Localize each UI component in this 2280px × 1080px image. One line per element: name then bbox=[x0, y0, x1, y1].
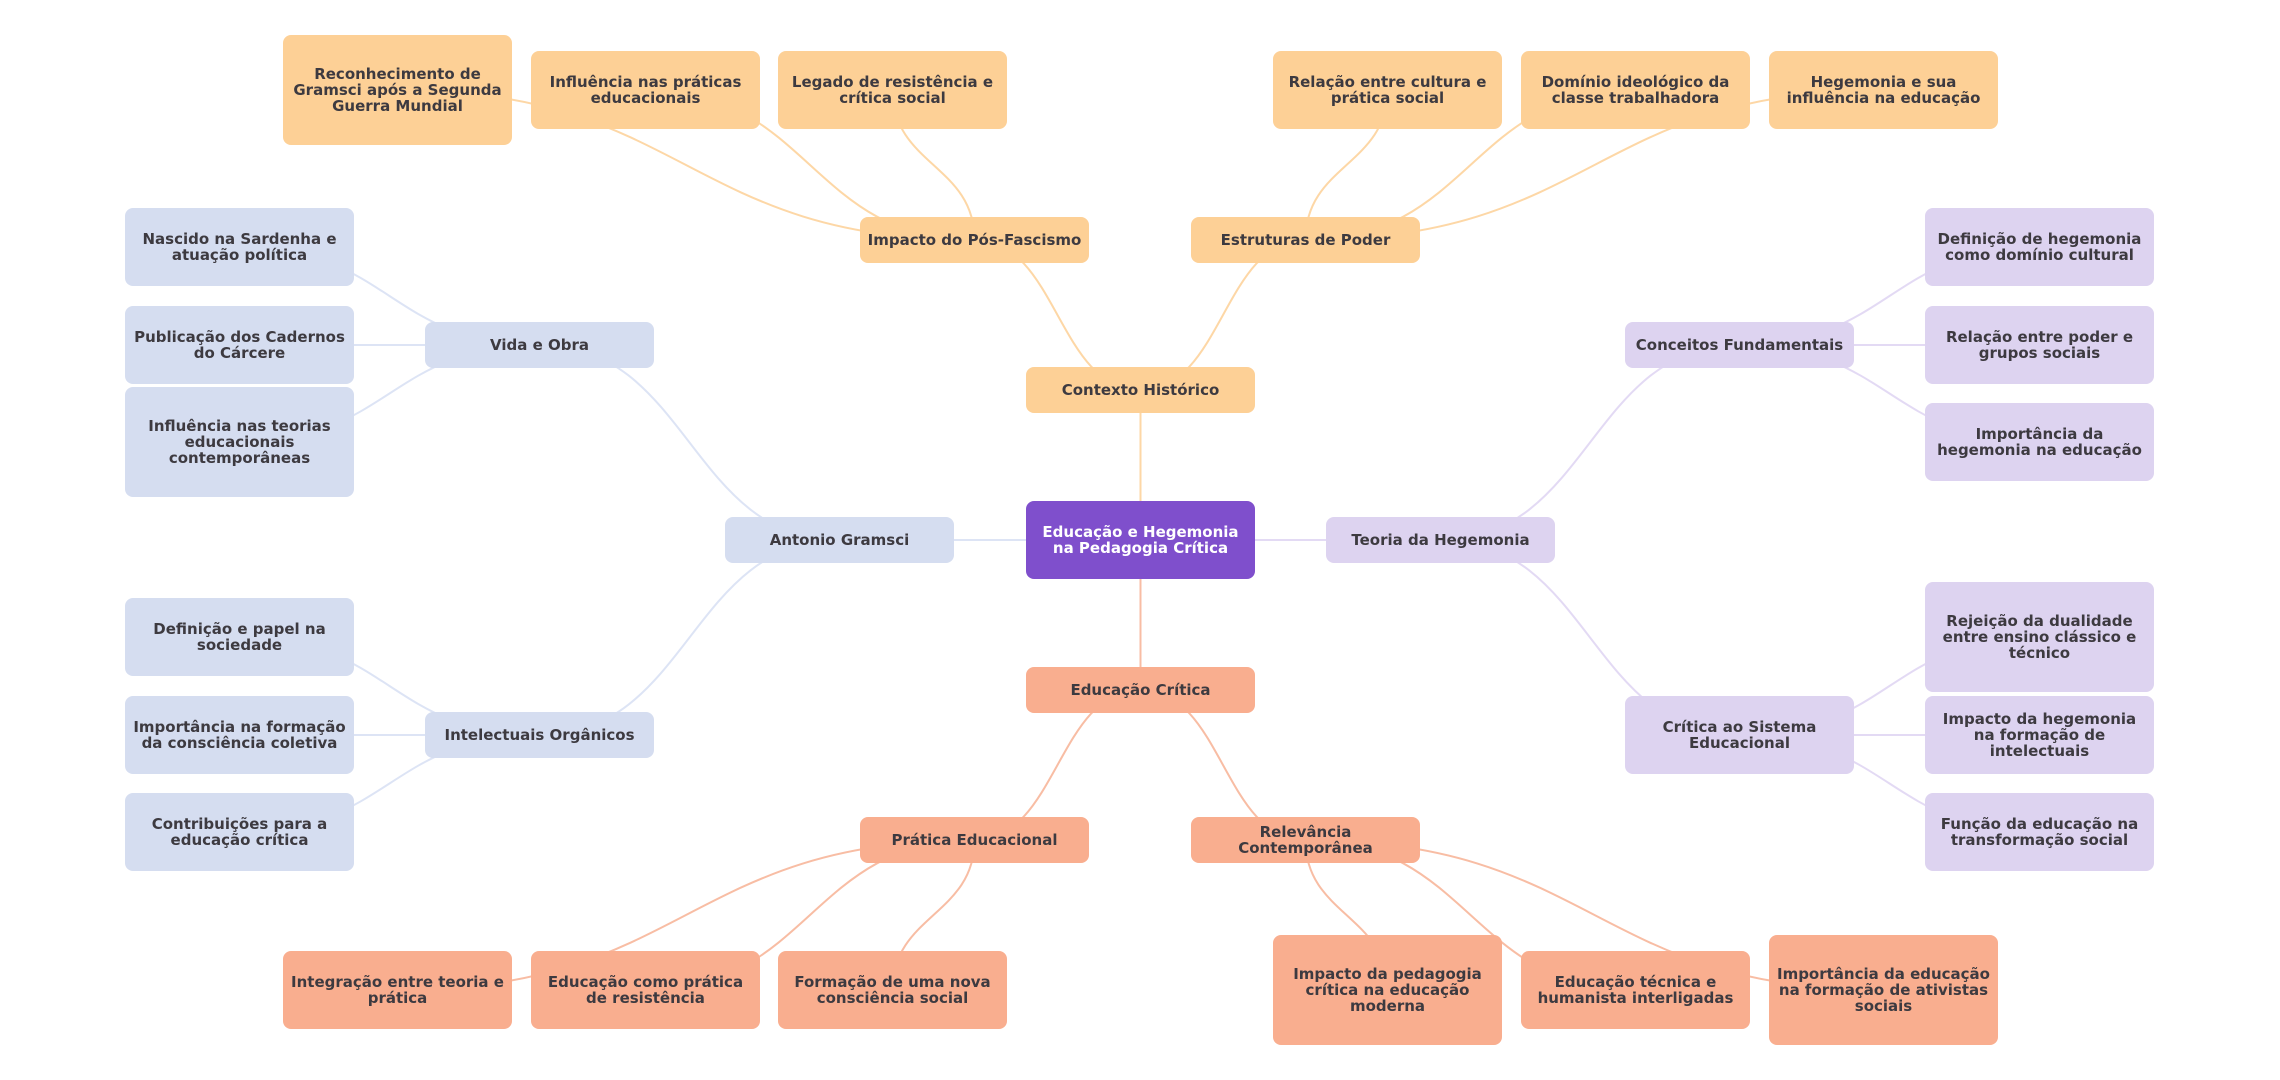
node-label: Integração entre teoria e prática bbox=[291, 973, 504, 1007]
node-relevancia-contemporanea[interactable]: Relevância Contemporânea bbox=[1191, 817, 1420, 863]
node-vida-e-obra[interactable]: Vida e Obra bbox=[425, 322, 654, 368]
node-label: Rejeição da dualidade entre ensino cláss… bbox=[1942, 612, 2137, 662]
node-estruturas-de-poder[interactable]: Estruturas de Poder bbox=[1191, 217, 1420, 263]
node-label: Definição de hegemonia como domínio cult… bbox=[1937, 230, 2142, 264]
leaf-contribuicoes[interactable]: Contribuições para a educação crítica bbox=[125, 793, 354, 871]
node-label: Educação Crítica bbox=[1070, 681, 1211, 699]
node-critica-sistema[interactable]: Crítica ao Sistema Educacional bbox=[1625, 696, 1854, 774]
node-label: Estruturas de Poder bbox=[1220, 231, 1391, 249]
leaf-importancia-hegemonia[interactable]: Importância da hegemonia na educação bbox=[1925, 403, 2154, 481]
node-label: Prática Educacional bbox=[891, 831, 1058, 849]
node-label: Domínio ideológico da classe trabalhador… bbox=[1541, 73, 1730, 107]
leaf-educacao-tecnica[interactable]: Educação técnica e humanista interligada… bbox=[1521, 951, 1750, 1029]
leaf-integracao-teoria[interactable]: Integração entre teoria e prática bbox=[283, 951, 512, 1029]
leaf-nascido-sardenha[interactable]: Nascido na Sardenha e atuação política bbox=[125, 208, 354, 286]
node-label: Hegemonia e sua influência na educação bbox=[1786, 73, 1981, 107]
node-label: Crítica ao Sistema Educacional bbox=[1662, 718, 1817, 752]
node-label: Intelectuais Orgânicos bbox=[444, 726, 635, 744]
edge bbox=[539, 344, 840, 541]
node-label: Reconhecimento de Gramsci após a Segunda… bbox=[293, 65, 502, 115]
node-label: Nascido na Sardenha e atuação política bbox=[142, 230, 337, 264]
node-contexto-historico[interactable]: Contexto Histórico bbox=[1026, 367, 1255, 413]
leaf-importancia-formacao[interactable]: Importância na formação da consciência c… bbox=[125, 696, 354, 774]
node-label: Impacto da pedagogia crítica na educação… bbox=[1293, 965, 1482, 1015]
edge bbox=[539, 539, 840, 736]
node-label: Contribuições para a educação crítica bbox=[151, 815, 328, 849]
leaf-definicao-papel[interactable]: Definição e papel na sociedade bbox=[125, 598, 354, 676]
node-teoria-hegemonia[interactable]: Teoria da Hegemonia bbox=[1326, 517, 1555, 563]
leaf-educacao-resistencia[interactable]: Educação como prática de resistência bbox=[531, 951, 760, 1029]
node-label: Relevância Contemporânea bbox=[1238, 823, 1373, 857]
node-label: Impacto da hegemonia na formação de inte… bbox=[1942, 710, 2137, 760]
node-label: Educação técnica e humanista interligada… bbox=[1537, 973, 1734, 1007]
leaf-importancia-ativistas[interactable]: Importância da educação na formação de a… bbox=[1769, 935, 1998, 1045]
leaf-formacao-consciencia[interactable]: Formação de uma nova consciência social bbox=[778, 951, 1007, 1029]
node-label: Importância da educação na formação de a… bbox=[1776, 965, 1990, 1015]
node-pratica-educacional[interactable]: Prática Educacional bbox=[860, 817, 1089, 863]
node-label: Vida e Obra bbox=[490, 336, 589, 354]
node-label: Teoria da Hegemonia bbox=[1351, 531, 1530, 549]
node-label: Conceitos Fundamentais bbox=[1635, 336, 1844, 354]
root-node[interactable]: Educação e Hegemonia na Pedagogia Crític… bbox=[1026, 501, 1255, 579]
node-label: Contexto Histórico bbox=[1061, 381, 1220, 399]
leaf-relacao-cultura[interactable]: Relação entre cultura e prática social bbox=[1273, 51, 1502, 129]
leaf-influencia-teorias[interactable]: Influência nas teorias educacionais cont… bbox=[125, 387, 354, 497]
node-label: Influência nas teorias educacionais cont… bbox=[148, 417, 331, 467]
leaf-reconhecimento-gramsci[interactable]: Reconhecimento de Gramsci após a Segunda… bbox=[283, 35, 512, 145]
node-impacto-pos-fascismo[interactable]: Impacto do Pós-Fascismo bbox=[860, 217, 1089, 263]
leaf-relacao-poder[interactable]: Relação entre poder e grupos sociais bbox=[1925, 306, 2154, 384]
leaf-hegemonia-influencia[interactable]: Hegemonia e sua influência na educação bbox=[1769, 51, 1998, 129]
node-label: Legado de resistência e crítica social bbox=[791, 73, 994, 107]
node-label: Relação entre cultura e prática social bbox=[1288, 73, 1487, 107]
node-label: Publicação dos Cadernos do Cárcere bbox=[134, 328, 345, 362]
node-label: Função da educação na transformação soci… bbox=[1940, 815, 2139, 849]
leaf-impacto-pedagogia[interactable]: Impacto da pedagogia crítica na educação… bbox=[1273, 935, 1502, 1045]
node-educacao-critica[interactable]: Educação Crítica bbox=[1026, 667, 1255, 713]
node-label: Impacto do Pós-Fascismo bbox=[867, 231, 1082, 249]
leaf-impacto-hegemonia[interactable]: Impacto da hegemonia na formação de inte… bbox=[1925, 696, 2154, 774]
node-label: Influência nas práticas educacionais bbox=[549, 73, 742, 107]
node-intelectuais-organicos[interactable]: Intelectuais Orgânicos bbox=[425, 712, 654, 758]
node-label: Relação entre poder e grupos sociais bbox=[1945, 328, 2134, 362]
leaf-definicao-hegemonia[interactable]: Definição de hegemonia como domínio cult… bbox=[1925, 208, 2154, 286]
leaf-funcao-educacao[interactable]: Função da educação na transformação soci… bbox=[1925, 793, 2154, 871]
leaf-rejeicao-dualidade[interactable]: Rejeição da dualidade entre ensino cláss… bbox=[1925, 582, 2154, 692]
leaf-dominio-ideologico[interactable]: Domínio ideológico da classe trabalhador… bbox=[1521, 51, 1750, 129]
node-label: Antonio Gramsci bbox=[769, 531, 910, 549]
node-label: Definição e papel na sociedade bbox=[153, 620, 326, 654]
node-label: Importância na formação da consciência c… bbox=[133, 718, 346, 752]
node-label: Formação de uma nova consciência social bbox=[794, 973, 991, 1007]
leaf-legado-resistencia[interactable]: Legado de resistência e crítica social bbox=[778, 51, 1007, 129]
leaf-influencia-praticas[interactable]: Influência nas práticas educacionais bbox=[531, 51, 760, 129]
node-label: Educação como prática de resistência bbox=[547, 973, 744, 1007]
leaf-cadernos-carcere[interactable]: Publicação dos Cadernos do Cárcere bbox=[125, 306, 354, 384]
node-label: Importância da hegemonia na educação bbox=[1937, 425, 2142, 459]
edge bbox=[1440, 344, 1740, 541]
root-label: Educação e Hegemonia na Pedagogia Crític… bbox=[1042, 523, 1239, 557]
node-conceitos-fundamentais[interactable]: Conceitos Fundamentais bbox=[1625, 322, 1854, 368]
node-antonio-gramsci[interactable]: Antonio Gramsci bbox=[725, 517, 954, 563]
